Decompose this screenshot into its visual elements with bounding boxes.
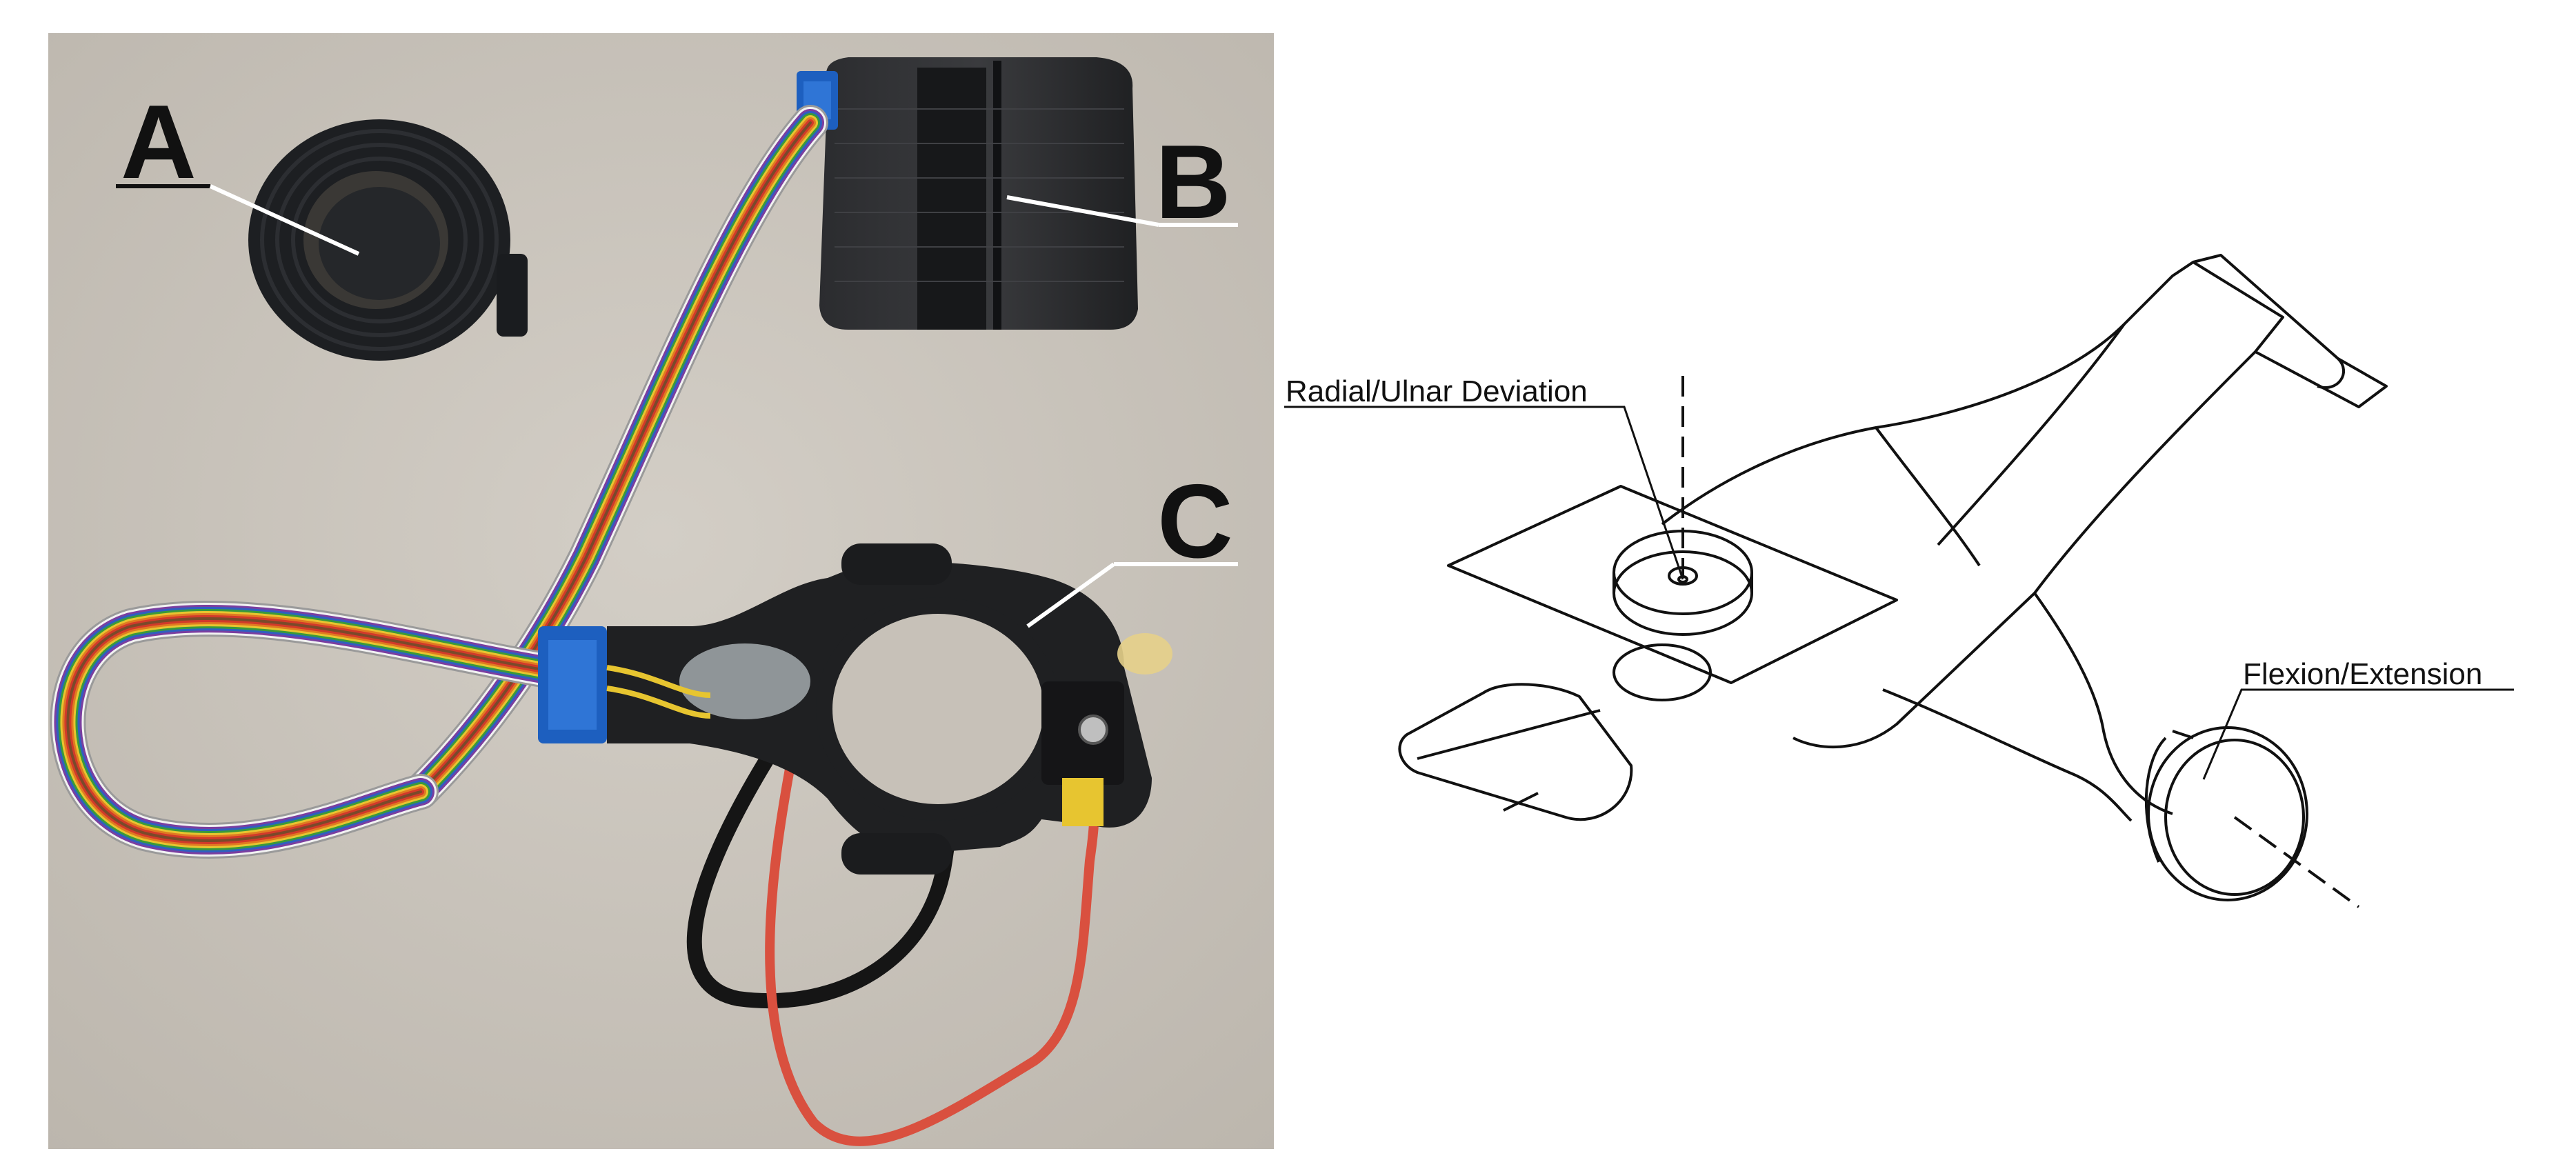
device-photo: A B C [48, 33, 1274, 1149]
radial-ulnar-leader [1284, 406, 1684, 580]
radial-ulnar-label: Radial/Ulnar Deviation [1286, 374, 1588, 408]
label-a-leader [209, 184, 360, 256]
label-leaders [1284, 406, 2514, 780]
line-drawing-canvas: Radial/Ulnar Deviation Flexion/Extension [1284, 254, 2514, 908]
velcro-strap [248, 119, 528, 361]
sensor-frame [538, 543, 1172, 1146]
label-a-text: A [121, 83, 197, 201]
label-b-leader [1006, 195, 1159, 227]
label-b: B [1006, 123, 1238, 241]
device-photo-canvas: A B C [48, 33, 1274, 1149]
label-b-text: B [1155, 123, 1231, 241]
electronics-box [797, 57, 1138, 330]
flexion-extension-leader [2202, 688, 2514, 780]
rotation-axes [1681, 376, 2360, 908]
label-c: C [1026, 463, 1238, 628]
ribbon-cable [50, 105, 828, 859]
flexion-extension-axis [2233, 816, 2360, 908]
label-a: A [116, 83, 360, 256]
device-line-drawing: Radial/Ulnar Deviation Flexion/Extension [1276, 0, 2576, 1169]
label-c-leader [1026, 562, 1115, 628]
flexion-extension-label: Flexion/Extension [2243, 657, 2482, 691]
label-c-text: C [1157, 463, 1233, 580]
mechanism-outline [1398, 254, 2388, 901]
